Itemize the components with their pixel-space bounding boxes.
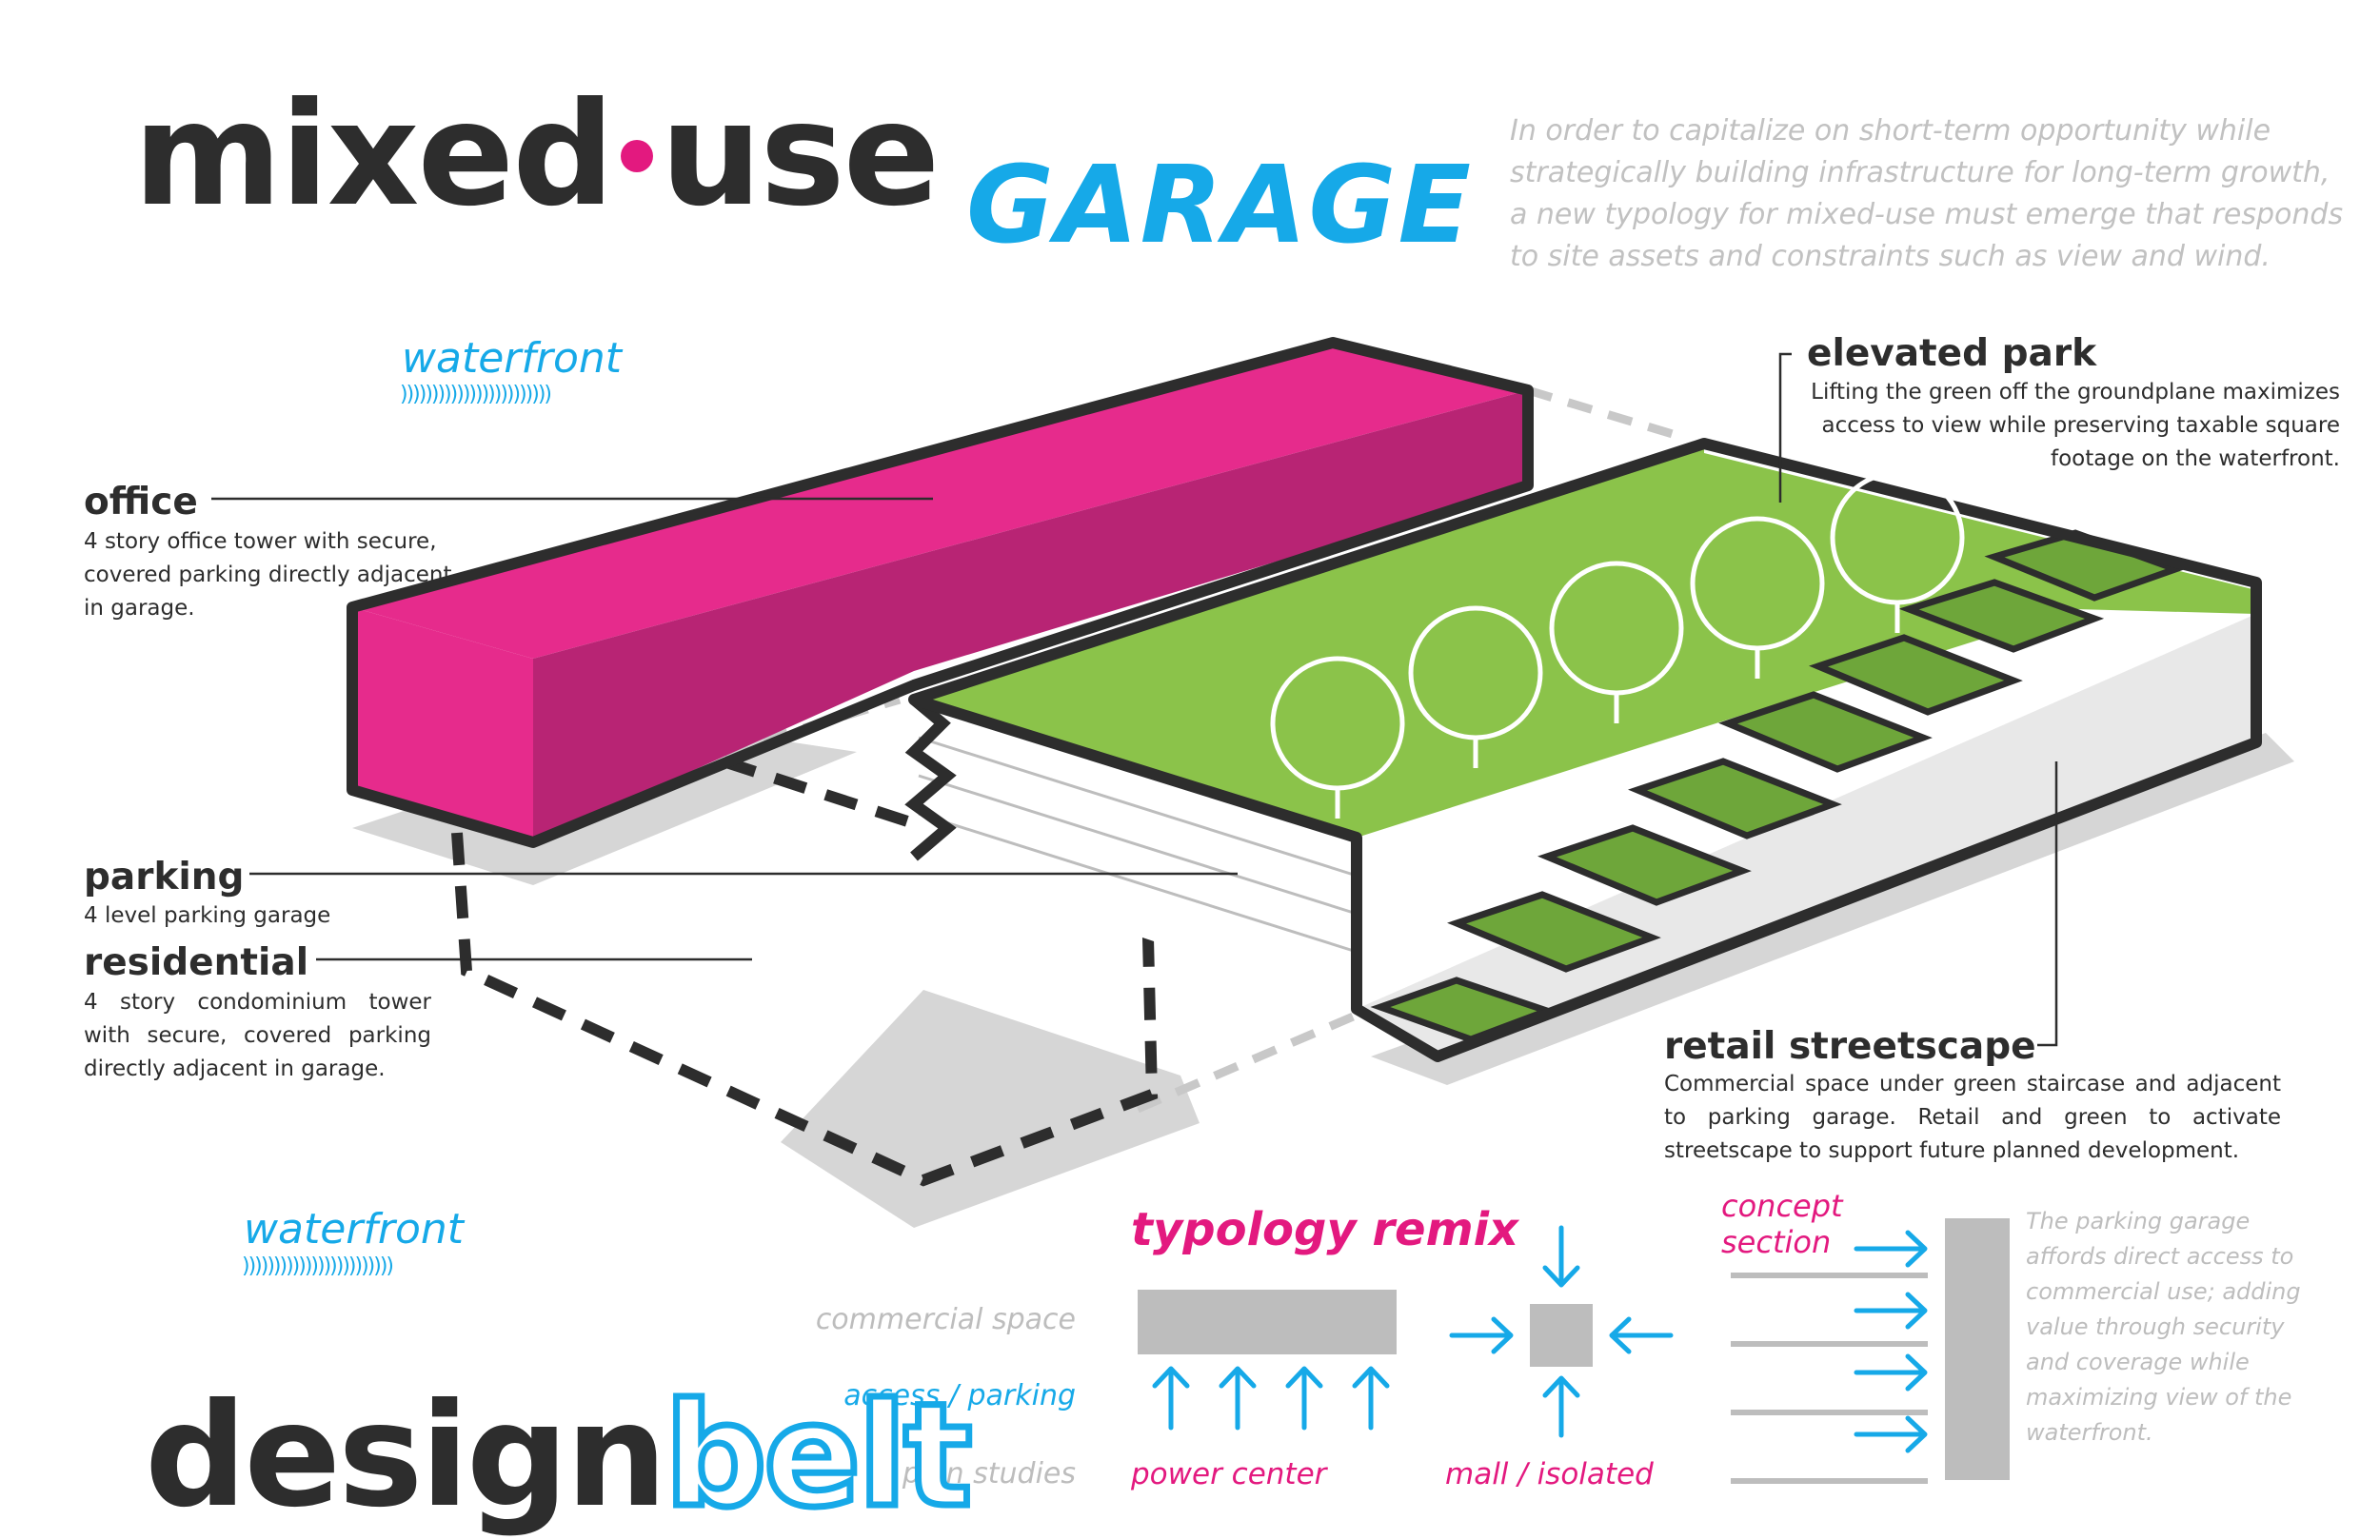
intro-text: In order to capitalize on short-term opp… — [1510, 114, 2344, 273]
garage-shadow — [781, 990, 1200, 1228]
arrow-up-icon — [1219, 1366, 1257, 1431]
residential-heading: residential — [84, 941, 309, 984]
stair-step — [1537, 824, 1752, 906]
brand-design: design — [145, 1373, 667, 1539]
stair-step — [1447, 891, 1661, 973]
residential-desc: 4 story condominium tower with secure, c… — [84, 990, 431, 1081]
concept-line2: section — [1721, 1224, 1832, 1260]
typology-title: typology remix — [1131, 1203, 1519, 1256]
power-center-label: power center — [1131, 1457, 1327, 1491]
row-access-parking: access / parking — [843, 1379, 1076, 1412]
title-dot — [620, 139, 653, 172]
arrow-left-icon — [1609, 1316, 1674, 1354]
wave-icon: )))))))))))))))))))))))) — [400, 383, 552, 406]
stair-step — [1718, 691, 1933, 773]
wave-icon: )))))))))))))))))))))))) — [242, 1254, 394, 1278]
office-outline — [347, 337, 1534, 848]
office-block-front — [352, 607, 533, 842]
row-commercial-space: commercial space — [815, 1303, 1076, 1336]
concept-line1: concept — [1721, 1188, 1843, 1224]
arrow-up-icon — [1152, 1366, 1190, 1431]
arrow-up-icon — [1352, 1366, 1390, 1431]
office-heading: office — [84, 481, 198, 523]
row-plan-studies: plan studies — [902, 1457, 1076, 1491]
arrow-down-icon — [1542, 1225, 1580, 1288]
mall-isolated-label: mall / isolated — [1445, 1457, 1654, 1491]
concept-desc: The parking garage affords direct access… — [2026, 1208, 2301, 1446]
arrow-right-icon — [1854, 1415, 1928, 1453]
stair-step — [1898, 579, 2105, 653]
stair-step — [1628, 758, 1842, 839]
floor-line — [918, 812, 1358, 954]
garage-front — [914, 700, 1357, 1009]
elevated-park-roof — [914, 444, 2256, 838]
arrow-up-icon — [1285, 1366, 1323, 1431]
connector-bottom — [1136, 1004, 1373, 1114]
tree-icon — [1549, 561, 1684, 723]
leader-retail — [2037, 761, 2058, 1047]
waterfront-label-top: waterfront — [402, 334, 622, 383]
brand-logo: designbelt — [145, 1382, 976, 1531]
power-center-block — [1138, 1290, 1397, 1354]
tree-icon — [1408, 605, 1543, 768]
tree-icon — [1830, 470, 1965, 633]
leader-elevated-park — [1778, 352, 1792, 503]
stair-step — [1984, 529, 2186, 602]
parking-heading: parking — [84, 856, 245, 898]
retail-desc: Commercial space under green staircase a… — [1664, 1072, 2281, 1163]
office-block-top — [352, 343, 1528, 659]
tree-icon — [1270, 656, 1405, 819]
arrow-right-icon — [1854, 1353, 1928, 1392]
floor-line — [918, 736, 1358, 878]
elevated-park-heading: elevated park — [1807, 332, 2097, 375]
arrow-up-icon — [1542, 1375, 1580, 1438]
title-use: use — [660, 72, 941, 238]
arrow-right-icon — [1854, 1230, 1928, 1268]
title-mixed: mixed — [133, 72, 615, 238]
mall-block — [1530, 1304, 1593, 1367]
section-tower — [1945, 1218, 2010, 1480]
arrow-right-icon — [1449, 1316, 1514, 1354]
office-block-inner — [533, 390, 1528, 842]
waterfront-label-bottom: waterfront — [244, 1205, 464, 1254]
title-garage: GARAGE — [966, 144, 1473, 267]
elevated-park-desc: Lifting the green off the groundplane ma… — [1811, 380, 2340, 471]
floor-line — [918, 774, 1358, 916]
arrow-right-icon — [1854, 1292, 1928, 1330]
section-cut — [904, 695, 957, 861]
office-desc: 4 story office tower with secure, covere… — [84, 529, 452, 621]
parking-desc: 4 level parking garage — [84, 903, 331, 928]
retail-heading: retail streetscape — [1664, 1025, 2036, 1068]
tree-icon — [1690, 516, 1825, 679]
stair-step — [1809, 634, 2023, 716]
connector-top — [1526, 385, 1687, 443]
brand-belt: belt — [661, 1373, 975, 1539]
